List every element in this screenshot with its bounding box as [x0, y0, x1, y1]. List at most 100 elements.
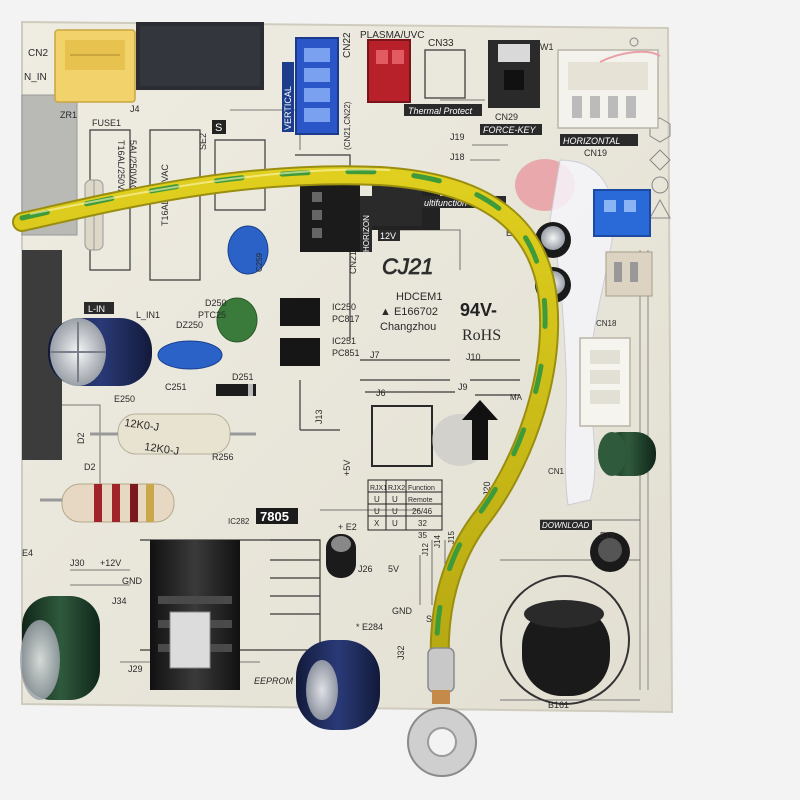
label-ptc25: PTC25	[198, 310, 226, 320]
label-cn2: CN2	[28, 48, 48, 59]
label-j34: J34	[112, 596, 127, 606]
label-j30: J30	[70, 558, 85, 568]
capacitor-green-right	[598, 432, 656, 476]
label-u2: U	[392, 495, 398, 504]
label-cn18: CN18	[596, 319, 617, 328]
vertical-badge	[282, 62, 294, 132]
label-ic250: IC250	[332, 302, 356, 312]
label-cn19: CN19	[584, 148, 607, 158]
label-thermal: Thermal Protect	[408, 106, 473, 116]
label-gnd2: GND	[392, 606, 413, 616]
label-cn29: CN29	[495, 112, 518, 122]
label-pc817: PC817	[332, 314, 360, 324]
label-dz250: DZ250	[176, 320, 203, 330]
label-j26: J26	[358, 564, 373, 574]
resistors	[40, 413, 256, 523]
label-j19: J19	[450, 132, 465, 142]
label-fuse-rating2: 5AL/250VAC	[128, 140, 138, 192]
label-u4: U	[392, 507, 398, 516]
label-n-in: N_IN	[24, 72, 47, 83]
label-j4: J4	[130, 104, 140, 114]
label-x1: X	[374, 519, 380, 528]
label-c259: C259	[255, 252, 264, 272]
force-key-switch	[488, 40, 540, 108]
label-remote: Remote	[408, 497, 433, 504]
label-5v: 5V	[388, 564, 399, 574]
function-table	[367, 479, 443, 531]
label-d251: D251	[232, 372, 254, 382]
beige-connector	[605, 251, 653, 297]
label-35: 35	[418, 531, 427, 540]
yellow-connector-cn2	[54, 29, 136, 103]
white-connector-cn19	[557, 49, 661, 129]
label-u1: U	[374, 495, 380, 504]
label-horizon: HORIZON	[362, 215, 371, 252]
label-e16: E16	[600, 531, 615, 540]
label-e2: + E2	[338, 522, 357, 532]
label-eeprom: EEPROM	[254, 676, 294, 686]
label-e166702: ▲ E166702	[380, 306, 438, 318]
capacitor-e284	[296, 640, 380, 730]
label-cn21: CN21	[348, 251, 358, 274]
label-ic251: IC251	[332, 336, 356, 346]
label-vertical: VERTICAL	[283, 86, 293, 130]
label-pc851: PC851	[332, 348, 360, 358]
buzzer	[500, 575, 630, 705]
label-res2: 12K0-J	[144, 441, 180, 458]
silkscreen-labels: CN2 N_IN ZR1 J4 FUSE1 T16AL/250VAC 5AL/2…	[22, 30, 638, 710]
label-plasma: PLASMA/UVC	[360, 30, 424, 41]
label-cn1: CN1	[548, 467, 565, 476]
label-e4: E4	[22, 548, 33, 558]
cn33-footprint	[424, 49, 466, 99]
arrow-marker	[462, 400, 498, 460]
l-in-badge	[84, 302, 114, 314]
label-rohs: RoHS	[462, 327, 501, 344]
multifunction-ic	[372, 186, 422, 226]
optocouplers	[280, 298, 320, 366]
label-zr1: ZR1	[60, 110, 77, 120]
label-plus12v: +12V	[100, 558, 121, 568]
label-download: DOWNLOAD	[542, 521, 589, 530]
v12-badge	[378, 230, 400, 241]
capacitor-e250	[48, 318, 152, 386]
label-94v: 94V-	[460, 300, 497, 320]
label-26-46: 26/46	[412, 507, 433, 516]
label-j15: J15	[447, 531, 456, 544]
label-j18: J18	[450, 152, 465, 162]
label-j14: J14	[433, 535, 442, 548]
label-u5: U	[392, 519, 398, 528]
label-j29: J29	[128, 664, 143, 674]
label-fuse-rating1: T16AL/250VAC	[116, 140, 126, 202]
thermal-badge	[404, 104, 482, 116]
force-key-badge	[480, 124, 542, 135]
label-d2: D2	[76, 432, 86, 444]
label-rjx1: RJX1	[370, 485, 387, 492]
white-connector-cn18	[579, 337, 631, 427]
label-fuse1: FUSE1	[92, 118, 121, 128]
label-multifunction: ultifunction	[424, 198, 467, 208]
label-s-mark: S	[215, 122, 222, 134]
red-connector-plasma	[367, 39, 411, 103]
label-j13: J13	[314, 409, 324, 424]
horizontal-badge	[560, 134, 638, 146]
ptc-thermistor	[216, 297, 258, 343]
label-ma: MA	[510, 393, 523, 402]
blue-connector-vertical	[295, 37, 339, 135]
label-w1: W1	[540, 42, 554, 52]
label-l-in: L-IN	[88, 304, 105, 314]
label-j12: J12	[421, 543, 430, 556]
capacitor-e2	[326, 534, 356, 578]
label-j9: J9	[458, 382, 468, 392]
label-j7: J7	[370, 350, 380, 360]
ring-terminal	[407, 647, 477, 777]
7805-badge	[256, 508, 298, 524]
label-function: Function	[408, 485, 435, 492]
download-badge	[540, 520, 592, 530]
label-gnd1: GND	[122, 576, 143, 586]
relay	[136, 22, 264, 90]
label-v12: 12V	[380, 231, 396, 241]
label-j20: J20	[482, 481, 492, 496]
label-force-key: FORCE-KEY	[483, 125, 537, 135]
label-rjx2: RJX2	[388, 485, 405, 492]
